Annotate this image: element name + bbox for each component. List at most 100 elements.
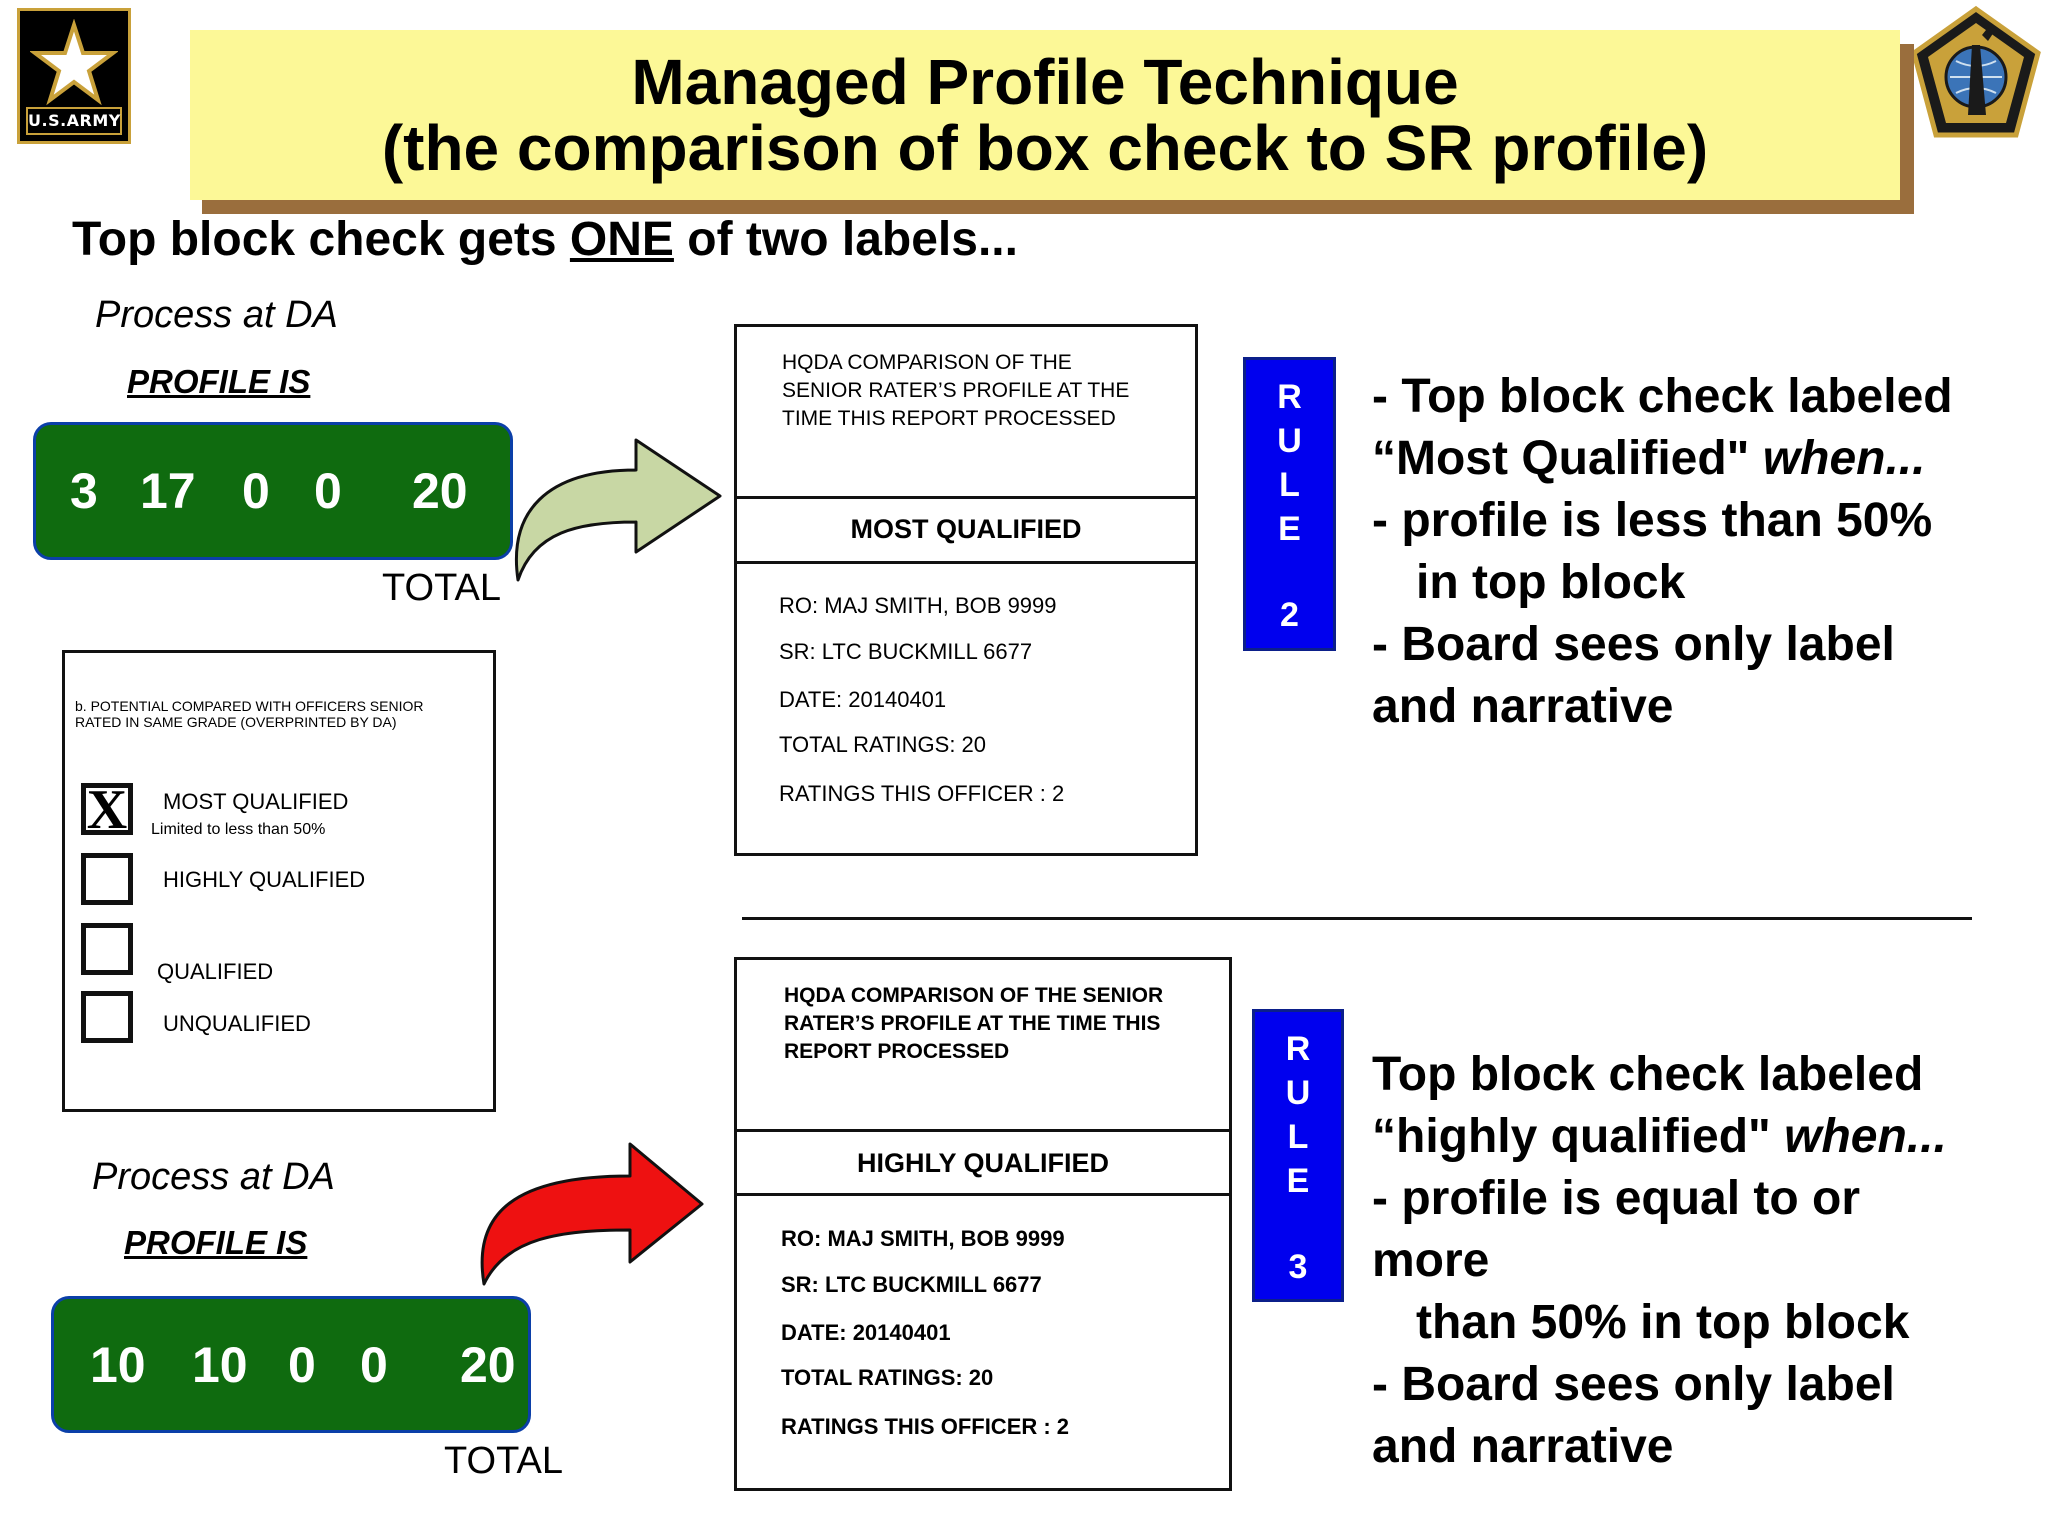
- report-header-line: RATER’S PROFILE AT THE TIME THIS: [784, 1012, 1161, 1035]
- army-crest-icon: [1910, 5, 2042, 141]
- report-header-line: HQDA COMPARISON OF THE SENIOR: [784, 984, 1164, 1007]
- title-line-1: Managed Profile Technique: [631, 46, 1459, 118]
- report-line-ro: RO: MAJ SMITH, BOB 9999: [779, 593, 1057, 618]
- rule-2-line: - Top block check labeled: [1372, 370, 1953, 423]
- profile-counts-top: 3 17 0 0 20: [33, 422, 513, 560]
- option-label-highly-qualified: HIGHLY QUALIFIED: [163, 867, 366, 892]
- profile-count-total: 20: [412, 463, 468, 519]
- checkbox-most-qualified[interactable]: X: [81, 779, 133, 841]
- process-label-bottom: Process at DA: [92, 1156, 335, 1198]
- rule-3-line: - Board sees only label: [1372, 1358, 1895, 1411]
- report-line-ro: RO: MAJ SMITH, BOB 9999: [781, 1226, 1065, 1251]
- rule-letter: L: [1279, 466, 1300, 504]
- profile-is-label-bottom: PROFILE IS: [124, 1224, 308, 1261]
- report-line-ratings-officer: RATINGS THIS OFFICER : 2: [781, 1414, 1070, 1439]
- report-line-total-ratings: TOTAL RATINGS: 20: [781, 1365, 994, 1390]
- option-label-most-qualified: MOST QUALIFIED: [163, 789, 349, 814]
- rule-2-line: and narrative: [1372, 680, 1674, 733]
- checkbox-unqualified[interactable]: [81, 991, 133, 1043]
- rule-number: 2: [1280, 596, 1299, 634]
- subheading-end: of two labels...: [673, 213, 1018, 266]
- report-header-line: TIME THIS REPORT PROCESSED: [782, 407, 1116, 430]
- option-label-qualified: QUALIFIED: [157, 959, 274, 984]
- title-line-2: (the comparison of box check to SR profi…: [381, 112, 1709, 184]
- checkbox-highly-qualified[interactable]: [81, 853, 133, 905]
- checkbox-qualified[interactable]: [81, 923, 133, 975]
- subheading-start: Top block check gets: [72, 213, 570, 266]
- option-label-unqualified: UNQUALIFIED: [163, 1011, 311, 1036]
- report-line-ratings-officer: RATINGS THIS OFFICER : 2: [779, 781, 1065, 806]
- rule-3-line: - profile is equal to or: [1372, 1172, 1861, 1225]
- rule-letter: L: [1287, 1118, 1309, 1156]
- report-box-bottom: HQDA COMPARISON OF THE SENIOR RATER’S PR…: [734, 957, 1232, 1491]
- profile-count-hq: 10: [192, 1336, 248, 1393]
- subheading: Top block check gets ONE of two labels..…: [72, 212, 1018, 267]
- rule-letter: E: [1278, 510, 1301, 548]
- profile-count-q: 0: [242, 463, 270, 519]
- rule-letter: R: [1277, 378, 1302, 416]
- rule-2-line: in top block: [1416, 556, 1686, 609]
- rule-3-line: Top block check labeled: [1372, 1048, 1924, 1101]
- profile-count-uq: 0: [314, 463, 342, 519]
- report-line-sr: SR: LTC BUCKMILL 6677: [781, 1272, 1042, 1297]
- report-header-top: HQDA COMPARISON OF THE SENIOR RATER’S PR…: [782, 349, 1129, 433]
- rule-letter: U: [1285, 1074, 1311, 1112]
- report-header-bottom: HQDA COMPARISON OF THE SENIOR RATER’S PR…: [784, 982, 1163, 1066]
- report-divider: [737, 496, 1195, 499]
- rule-2-description: - Top block check labeled “Most Qualifie…: [1372, 366, 1953, 738]
- report-line-total-ratings: TOTAL RATINGS: 20: [779, 732, 987, 757]
- curved-arrow-top: [515, 438, 722, 582]
- x-check-mark: X: [86, 779, 128, 841]
- report-divider: [737, 1193, 1229, 1196]
- rule-3-description: Top block check labeled “highly qualifie…: [1372, 1044, 1947, 1478]
- profile-count-uq: 0: [360, 1336, 388, 1393]
- report-line-date: DATE: 20140401: [779, 687, 947, 712]
- rule-number: 3: [1288, 1248, 1308, 1286]
- process-label-top: Process at DA: [95, 294, 338, 336]
- total-label-top: TOTAL: [382, 567, 501, 609]
- rule-2-line: - profile is less than 50%: [1372, 494, 1933, 547]
- report-box-top: HQDA COMPARISON OF THE SENIOR RATER’S PR…: [734, 324, 1198, 856]
- profile-count-mq: 3: [70, 463, 98, 519]
- report-header-line: SENIOR RATER’S PROFILE AT THE: [782, 379, 1130, 402]
- rule-3-line: “highly qualified" when...: [1372, 1106, 1947, 1168]
- rule-2-line: “Most Qualified" when...: [1372, 428, 1953, 490]
- rule-2-when: when...: [1762, 432, 1926, 485]
- star-icon: [29, 18, 119, 107]
- option-note-most-qualified: Limited to less than 50%: [151, 821, 326, 838]
- rule-2-line: - Board sees only label: [1372, 618, 1895, 671]
- report-divider: [737, 1129, 1229, 1132]
- title-banner: Managed Profile Technique (the compariso…: [190, 30, 1900, 200]
- total-label-bottom: TOTAL: [444, 1440, 563, 1482]
- rule-3-line: than 50% in top block: [1416, 1296, 1910, 1349]
- profile-count-total: 20: [460, 1336, 516, 1393]
- profile-count-mq: 10: [90, 1336, 146, 1393]
- rule-letter: E: [1286, 1162, 1310, 1200]
- profile-is-label-top: PROFILE IS: [127, 363, 311, 400]
- profile-count-hq: 17: [140, 463, 196, 519]
- form-caption-line-1: b. POTENTIAL COMPARED WITH OFFICERS SENI…: [75, 698, 424, 714]
- report-label-bottom: HIGHLY QUALIFIED: [856, 1148, 1110, 1178]
- rule-3-line: and narrative: [1372, 1420, 1674, 1473]
- rule-letter: U: [1277, 422, 1302, 460]
- report-line-date: DATE: 20140401: [781, 1320, 951, 1345]
- rule-3-line: more: [1372, 1234, 1490, 1287]
- subheading-emphasis: ONE: [569, 213, 674, 266]
- report-header-line: REPORT PROCESSED: [784, 1040, 1010, 1063]
- army-logo-text: U.S.ARMY: [26, 107, 122, 135]
- report-label-top: MOST QUALIFIED: [850, 514, 1082, 544]
- curved-arrow-bottom: [480, 1142, 704, 1286]
- profile-counts-bottom: 10 10 0 0 20: [51, 1296, 531, 1433]
- section-divider: [742, 917, 1972, 920]
- rule-2-box: R U L E 2: [1243, 357, 1336, 651]
- rule-2-quote: “Most Qualified": [1372, 432, 1763, 485]
- report-line-sr: SR: LTC BUCKMILL 6677: [779, 639, 1033, 664]
- rule-3-box: R U L E 3: [1252, 1009, 1344, 1302]
- report-divider: [737, 561, 1195, 564]
- rule-3-when: when...: [1784, 1110, 1947, 1163]
- profile-count-q: 0: [288, 1336, 316, 1393]
- rule-letter: R: [1285, 1030, 1311, 1068]
- report-header-line: HQDA COMPARISON OF THE: [782, 351, 1072, 374]
- form-caption-line-2: RATED IN SAME GRADE (OVERPRINTED BY DA): [75, 714, 397, 730]
- rule-3-quote: “highly qualified": [1372, 1110, 1785, 1163]
